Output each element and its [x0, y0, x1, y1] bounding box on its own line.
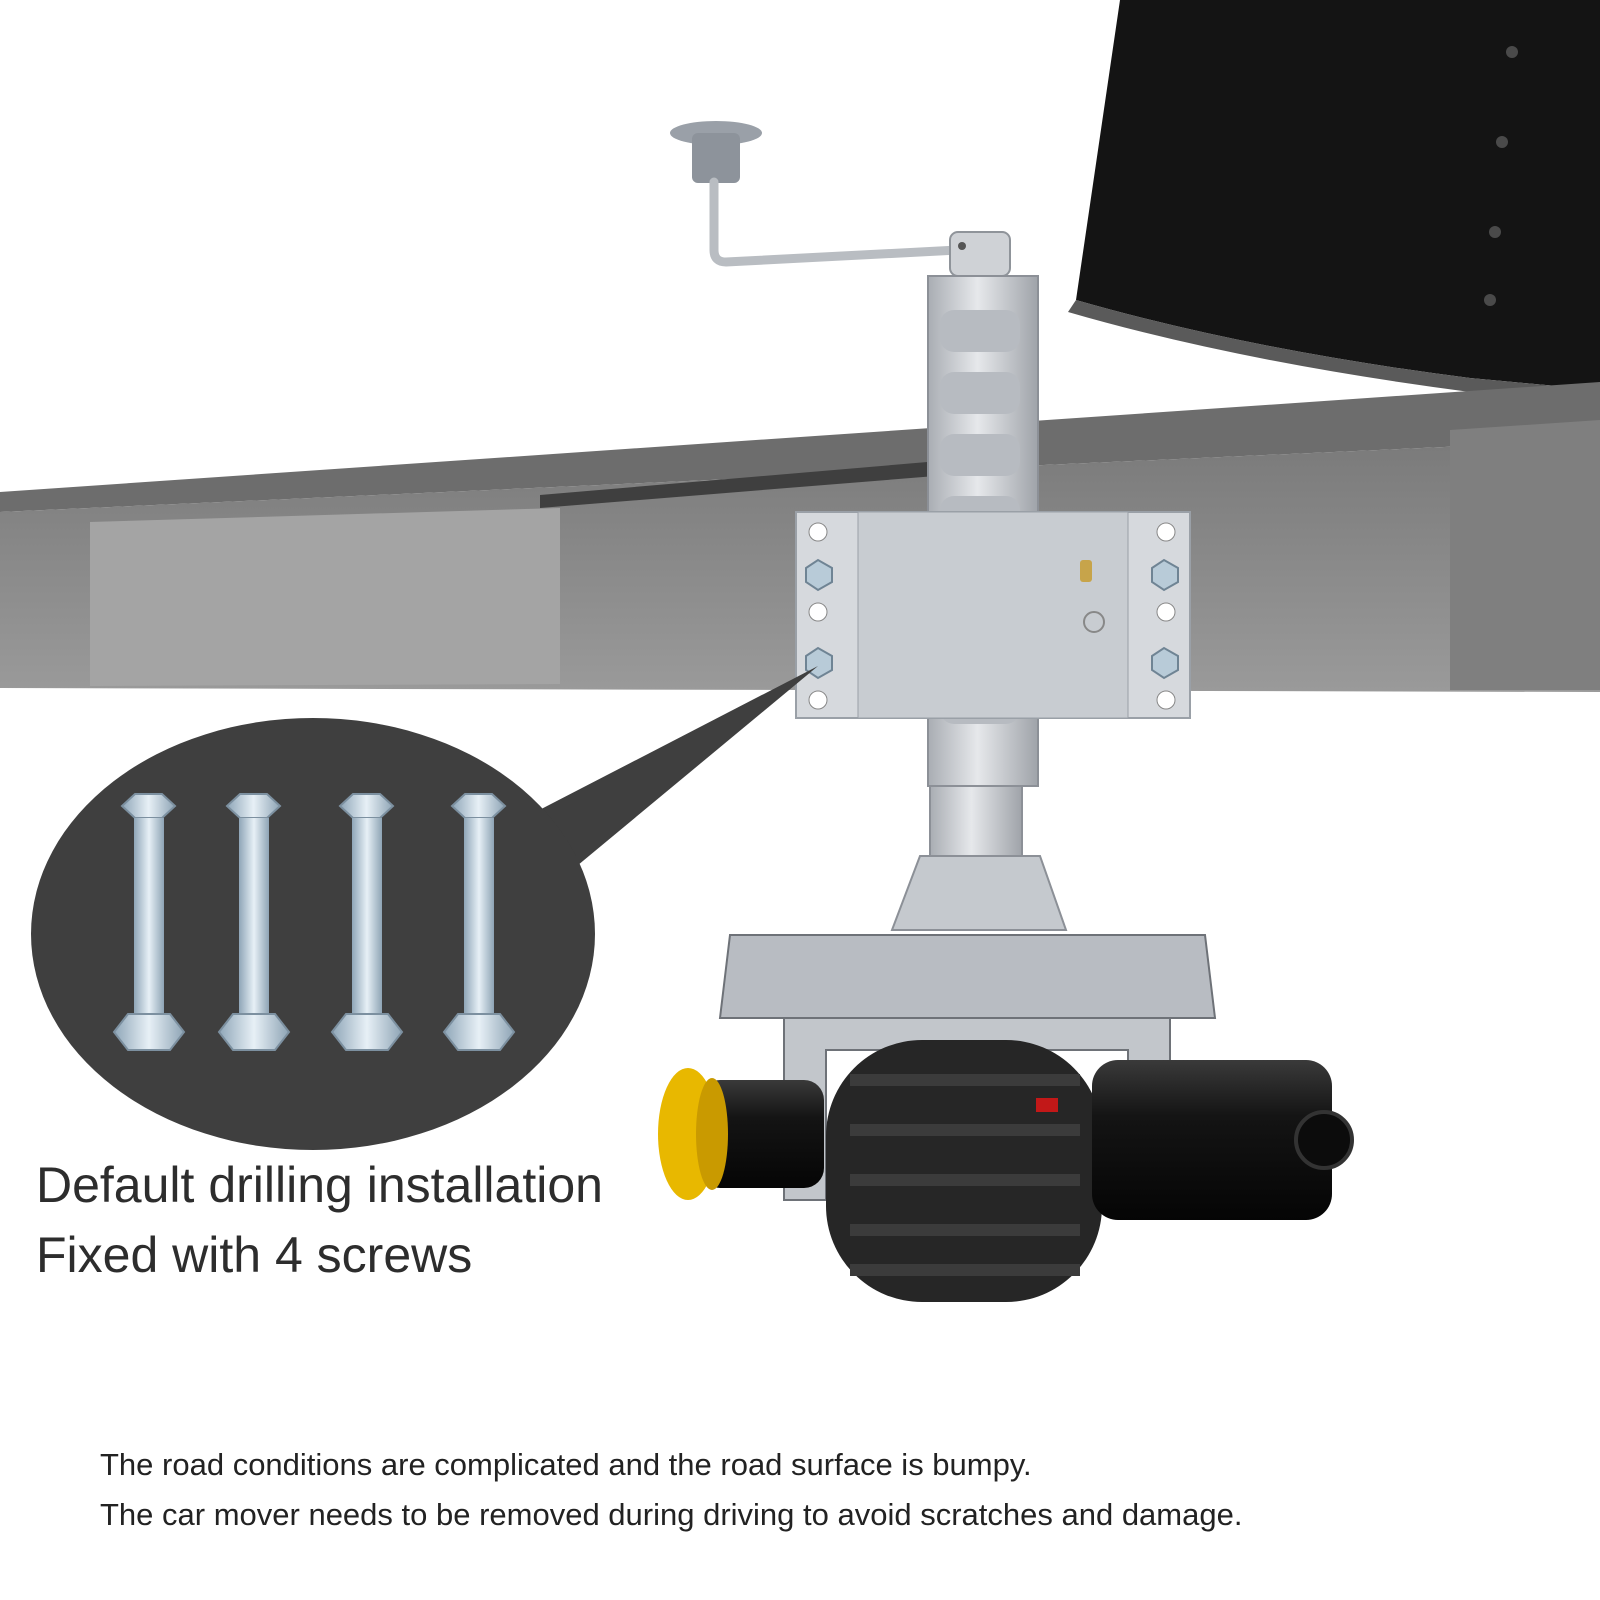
padlock-icon [1080, 560, 1092, 582]
trailer-body [1068, 0, 1600, 402]
note-line-1: The road conditions are complicated and … [100, 1447, 1032, 1482]
headline-line-2: Fixed with 4 screws [36, 1227, 473, 1283]
plate-nut [805, 558, 833, 592]
yellow-cap [658, 1068, 728, 1200]
screw [112, 793, 186, 1051]
screw [442, 793, 516, 1051]
power-switch-icon [1036, 1098, 1058, 1112]
screw [217, 793, 291, 1051]
crank-handle [670, 121, 1011, 277]
note-line-2: The car mover needs to be removed during… [100, 1497, 1243, 1532]
drive-motor [700, 1060, 1354, 1220]
key-icon [1083, 611, 1105, 633]
plate-nut [1151, 558, 1179, 592]
mounting-plate [795, 511, 1191, 719]
plate-nut [1151, 646, 1179, 680]
headline-line-1: Default drilling installation [36, 1157, 603, 1213]
wheel-tyre [826, 1040, 1102, 1302]
screw [330, 793, 404, 1051]
